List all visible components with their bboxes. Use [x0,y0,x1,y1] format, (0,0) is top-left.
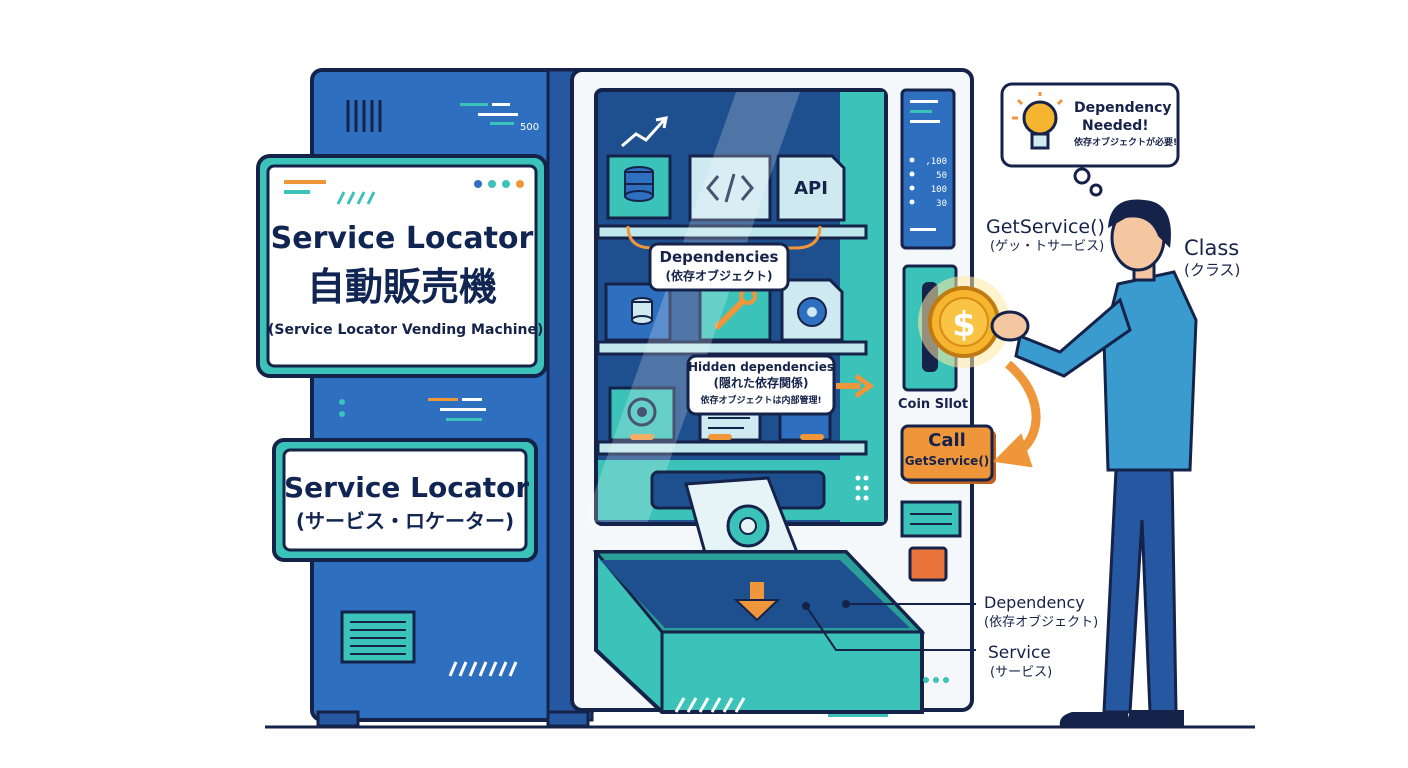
mid-indicators [339,398,486,421]
shelf-2 [596,340,868,356]
database-card-icon [604,282,672,342]
call-button-label[interactable]: Call [928,430,966,451]
lightbulb-icon [1012,92,1064,150]
hook-right [786,225,822,250]
top-vent-number: 500 [520,122,540,133]
gear-card-icon [780,278,844,342]
dependencies-label-jp: (依存オブジェクト) [665,269,773,283]
hidden-label: Hidden dependencies [688,360,834,374]
svg-text:30: 30 [936,199,947,209]
shelf-3 [596,440,868,456]
getservice-label: GetService() [986,216,1105,238]
database-icon [606,154,672,220]
down-arrow [733,582,781,622]
trend-icon [621,118,666,148]
foot-mid [546,710,590,728]
bubble-line2: Needed! [1082,118,1149,134]
foot-left [316,710,360,728]
card-dots [474,180,524,188]
wrench-icon [698,282,772,342]
hidden-note-jp: 依存オブジェクトは内部管理! [700,396,822,406]
bottom-vent-lines [350,621,406,655]
locator-subtitle-jp: (サービス・ロケーター) [295,509,515,533]
svg-text:100: 100 [931,185,947,195]
class-label-jp: (クラス) [1184,261,1241,279]
panel-subtitle-jp: 自動販売機 [306,265,497,309]
service-pointer [805,605,976,651]
call-button-bg [900,424,994,482]
locator-title: Service Locator [284,471,530,504]
slot-dots [855,475,869,501]
curved-arrow [992,360,1041,468]
orange-button[interactable] [908,546,948,582]
api-icon: API [776,154,846,222]
hidden-label-jp: (隠れた依存関係) [713,376,809,390]
svg-text:50: 50 [936,171,947,181]
top-vent [346,100,382,132]
bin-stripes [674,697,746,713]
bubble-line1: Dependency [1074,100,1172,116]
panel-title: Service Locator [270,221,534,256]
class-label: Class [1184,236,1240,260]
top-indicator-lines [460,103,518,125]
small-vent [900,500,962,538]
coin-slot-label: Coin Sllot [898,397,969,412]
floor-tick [828,712,888,717]
shelf-1 [596,224,868,240]
bubble-line3: 依存オブジェクトが必要! [1074,138,1178,148]
glass-reflection [584,92,800,522]
code-icon [688,154,772,222]
service-label-jp: (サービス) [990,665,1053,680]
number-display [900,88,956,250]
dependency-label-jp: (依存オブジェクト) [984,615,1099,630]
dependency-label: Dependency [984,593,1085,612]
dollar-glyph: $ [952,305,976,345]
hatch-stripes [448,661,518,677]
title-card-inner [266,164,538,368]
display-inner-right [840,92,884,522]
getservice-label-jp: (ゲッ・トサービス) [990,239,1105,254]
panel-caption: (Service Locator Vending Machine) [268,322,544,338]
bottom-dots [913,677,949,683]
svg-text:,100: ,100 [925,157,947,167]
svg-text:API: API [794,178,828,199]
gear-box-icon [608,386,676,442]
locator-card-inner [282,448,528,552]
dependencies-label: Dependencies [659,248,779,266]
hidden-callout [686,354,836,416]
service-label: Service [988,643,1051,663]
person-class [990,199,1198,726]
dependencies-callout [648,242,790,292]
call-button-method[interactable]: GetService() [904,454,990,468]
